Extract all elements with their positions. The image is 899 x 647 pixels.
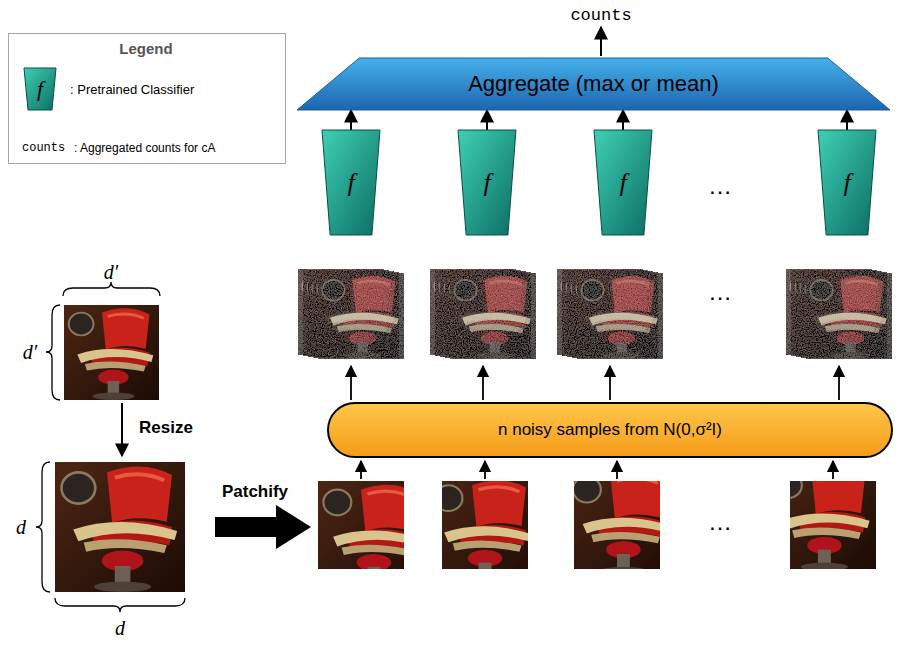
legend-text: : Aggregated counts for cA	[74, 141, 215, 155]
legend-icon-text: f	[37, 76, 43, 102]
dimension-label: d′	[23, 341, 37, 364]
flow-arrow	[622, 110, 624, 130]
step-label: Patchify	[222, 482, 288, 502]
flow-arrow	[361, 461, 833, 479]
legend-sample-text: counts	[22, 141, 65, 155]
classifier-box: f	[594, 130, 652, 235]
image-patch	[318, 464, 876, 588]
output-arrow	[600, 27, 602, 56]
flow-arrow	[351, 366, 839, 400]
input-image-small	[64, 305, 159, 400]
dimension-label: d′	[104, 261, 118, 284]
resize-arrow	[121, 403, 123, 456]
node-text: Aggregate (max or mean)	[468, 71, 719, 97]
aggregate-box: Aggregate (max or mean)	[297, 58, 890, 110]
input-image-large	[55, 462, 185, 592]
patchify-arrow	[215, 505, 311, 549]
node-text: f	[619, 168, 626, 198]
noise-band: n noisy samples from N(0,σ²I)	[327, 402, 893, 458]
ellipsis: …	[708, 278, 732, 306]
output-label: counts	[570, 6, 631, 25]
legend-text: : Pretrained Classifier	[70, 82, 194, 97]
node-text: f	[347, 168, 354, 198]
ellipsis: …	[708, 172, 732, 200]
dimension-label: d	[115, 617, 125, 640]
flow-arrow	[486, 110, 488, 130]
node-text: f	[483, 168, 490, 198]
flow-arrow	[846, 110, 848, 130]
classifier-box: f	[322, 130, 380, 235]
dimension-brace	[36, 282, 185, 612]
noisy-sample-stack	[298, 269, 892, 359]
legend-title: Legend	[119, 40, 172, 57]
classifier-box: f	[458, 130, 516, 235]
ellipsis: …	[708, 508, 732, 536]
legend-frame	[9, 34, 286, 164]
node-text: n noisy samples from N(0,σ²I)	[498, 420, 722, 440]
flow-arrow	[350, 110, 352, 130]
node-text: f	[843, 168, 850, 198]
dimension-label: d	[16, 516, 26, 539]
classifier-box: f	[818, 130, 876, 235]
step-label: Resize	[139, 418, 193, 438]
